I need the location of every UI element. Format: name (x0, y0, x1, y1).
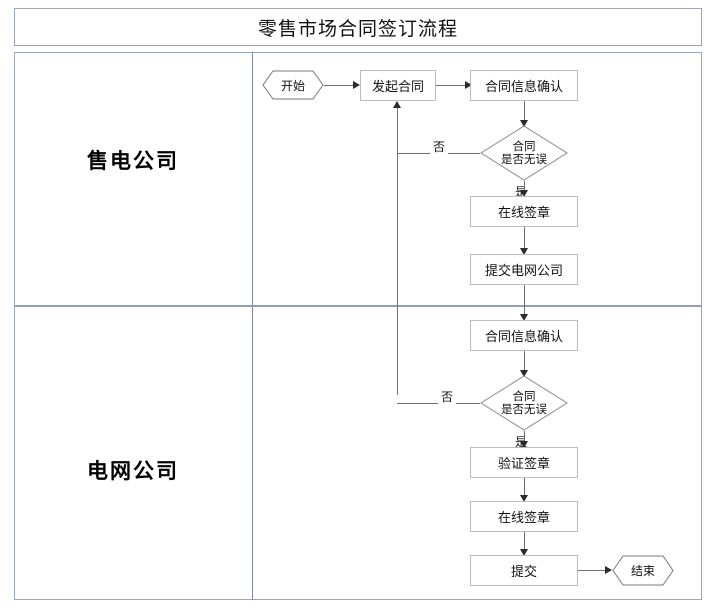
edge-label-no-grid: 否 (438, 388, 457, 405)
arrowhead-submit-to-end (605, 566, 612, 574)
node-submit-to-grid-company-label: 提交电网公司 (484, 264, 563, 279)
arrowhead-loopback-to-initiate (393, 101, 401, 108)
node-online-seal-grid-label: 在线签章 (497, 511, 550, 526)
arrowhead-sign2-to-submit (520, 549, 528, 556)
node-check-contract-correct-grid[interactable]: 合同 是否无误 (480, 375, 568, 431)
node-start-label: 开始 (280, 78, 305, 93)
edge-submitgrid-to-confirm2 (524, 285, 525, 318)
edge-loopback-riser (397, 106, 398, 395)
node-verify-seal[interactable]: 验证签章 (470, 447, 578, 478)
edge-verify-to-sign2 (524, 478, 525, 499)
node-end[interactable]: 结束 (612, 555, 674, 586)
arrowhead-check2-yes (520, 441, 528, 448)
node-online-seal-grid[interactable]: 在线签章 (470, 501, 578, 532)
arrowhead-check1-yes (520, 190, 528, 197)
node-initiate-contract-label: 发起合同 (371, 80, 424, 95)
node-end-label: 结束 (630, 564, 655, 578)
node-check-contract-correct-grid-label: 合同 是否无误 (480, 375, 568, 431)
arrowhead-sign1-to-submitgrid (520, 248, 528, 255)
lane-label-grid-company: 电网公司 (87, 459, 179, 483)
lane-divider (14, 305, 702, 307)
hexagon-shape-icon (262, 70, 324, 100)
arrowhead-initiate-to-confirm1 (465, 81, 472, 89)
diagram-title-frame: 零售市场合同签订流程 (14, 8, 702, 46)
node-check-contract-correct-sales-label: 合同 是否无误 (480, 125, 568, 181)
edge-confirm2-to-check2 (524, 351, 525, 373)
edge-submit-to-end (578, 570, 608, 571)
node-submit-to-grid-company[interactable]: 提交电网公司 (470, 254, 578, 285)
arrowhead-confirm2-to-check2 (520, 370, 528, 377)
edge-start-to-initiate (324, 85, 356, 86)
edge-confirm1-to-check1 (524, 101, 525, 123)
edge-initiate-to-confirm1 (436, 85, 468, 86)
diagram-body-frame (14, 52, 702, 600)
edge-sign1-to-submitgrid (524, 227, 525, 252)
node-start[interactable]: 开始 (262, 70, 324, 100)
check1-line2: 是否无误 (501, 152, 547, 166)
edge-sign2-to-submit (524, 532, 525, 553)
arrowhead-confirm1-to-check1 (520, 120, 528, 127)
check1-line1: 合同 (512, 138, 536, 153)
edge-check2-yes (524, 431, 525, 448)
lane-label-column-divider (252, 52, 253, 600)
node-submit-label: 提交 (510, 565, 537, 580)
hexagon-shape-icon (612, 555, 674, 586)
node-verify-seal-label: 验证签章 (497, 457, 550, 472)
check2-line2: 是否无误 (501, 402, 547, 416)
edge-label-no-sales: 否 (430, 138, 449, 155)
node-initiate-contract[interactable]: 发起合同 (360, 70, 436, 101)
diamond-shape-icon (480, 125, 568, 181)
arrowhead-start-to-initiate (353, 81, 360, 89)
node-confirm-contract-info-grid-label: 合同信息确认 (484, 330, 563, 345)
node-online-seal-sales-label: 在线签章 (497, 206, 550, 221)
node-confirm-contract-info-grid[interactable]: 合同信息确认 (470, 320, 578, 351)
node-confirm-contract-info-sales[interactable]: 合同信息确认 (470, 70, 578, 101)
node-check-contract-correct-sales[interactable]: 合同 是否无误 (480, 125, 568, 181)
node-confirm-contract-info-sales-label: 合同信息确认 (484, 80, 563, 95)
arrowhead-submitgrid-to-confirm2 (520, 314, 528, 321)
lane-label-sales-company: 售电公司 (87, 149, 179, 173)
node-submit[interactable]: 提交 (470, 555, 578, 586)
diamond-shape-icon (480, 375, 568, 431)
node-online-seal-sales[interactable]: 在线签章 (470, 196, 578, 227)
diagram-title: 零售市场合同签订流程 (257, 17, 458, 40)
arrowhead-verify-to-sign2 (520, 495, 528, 502)
check2-line1: 合同 (512, 388, 536, 403)
